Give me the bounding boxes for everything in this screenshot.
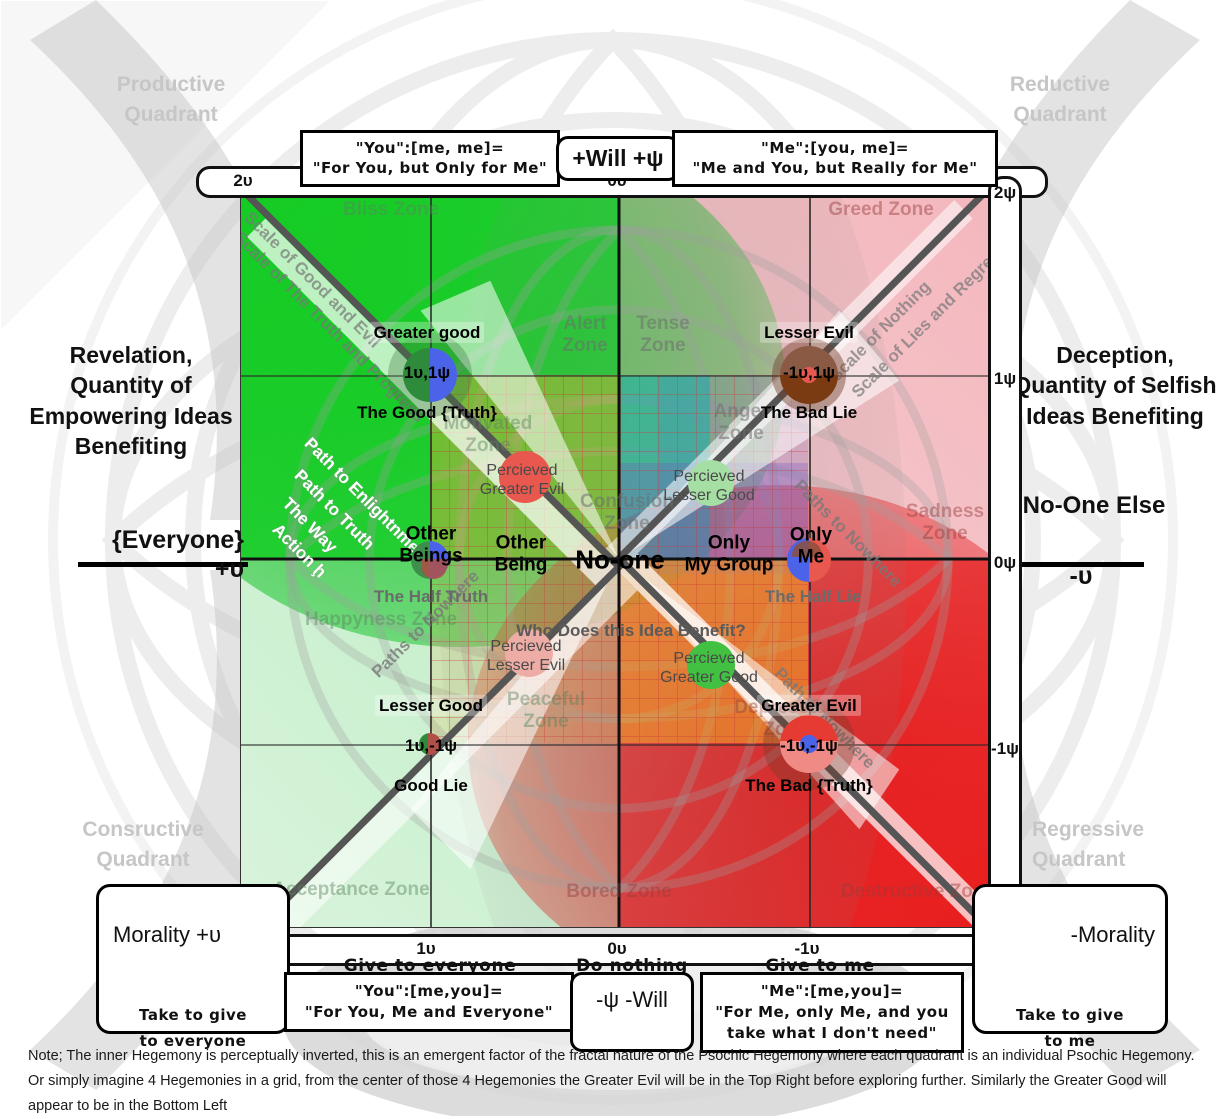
right-axis-symbol: -υ [1069, 562, 1093, 590]
morality-right-title: -Morality [1070, 921, 1155, 947]
point-core-lesser-evil [801, 367, 817, 383]
quadrant-label-productive: Productive Quadrant [116, 73, 226, 127]
callout-me-bottom: "Me":[me,you]= "For Me, only Me, and you… [700, 972, 964, 1053]
point-percieved-lesser-good[interactable] [688, 460, 734, 506]
point-lesser-good[interactable] [419, 733, 441, 755]
point-percieved-greater-evil[interactable] [499, 451, 551, 503]
y-tick-1: 1ψ [993, 369, 1017, 388]
point-greater-good[interactable] [403, 348, 457, 402]
left-axis-description: Revelation, Quantity of Empowering Ideas… [29, 342, 233, 460]
callout-you-top: "You":[me, me]= "For You, but Only for M… [300, 130, 560, 187]
callout-negative-will: -ψ -Will [570, 972, 694, 1052]
left-axis-subject: {Everyone} +υ [104, 526, 244, 584]
y-axis-scale: 2ψ 1ψ 0ψ -1ψ -2ψ [988, 176, 1022, 948]
quadrant-label-consructive: Consructive Quadrant [82, 818, 204, 872]
right-axis-description: Deception, Quantity of Selfish Ideas Ben… [1013, 342, 1217, 429]
quadrant-label-regressive: Regressive Quadrant [1032, 818, 1145, 872]
callout-morality-right: -Morality Take to give to me [972, 884, 1168, 1050]
right-axis-subject: No-One Else [1022, 492, 1166, 519]
morality-left-title: Morality +υ [113, 921, 222, 947]
point-percieved-greater-good[interactable] [687, 641, 735, 689]
axis-horizontal [241, 557, 997, 561]
left-axis-subject-text: {Everyone} [111, 526, 244, 554]
hegemony-plot[interactable]: Bliss Zone Greed Zone Alert Zone Tense Z… [240, 190, 998, 928]
x-tick-top-0: 2υ [233, 171, 253, 190]
y-tick-2: 0ψ [993, 553, 1017, 572]
callout-you-bottom: "You":[me,you]= "For You, Me and Everyon… [284, 972, 574, 1032]
left-axis-symbol: +υ [214, 555, 244, 583]
point-core-greater-evil [800, 735, 818, 753]
callout-me-top: "Me":[you, me]= "Me and You, but Really … [672, 130, 998, 187]
point-percieved-lesser-evil[interactable] [505, 629, 553, 677]
footer-note: Note; The inner Hegemony is perceptually… [28, 1048, 1195, 1114]
quadrant-label-reductive: Reductive Quadrant [1009, 73, 1111, 127]
callout-morality-left: Morality +υ Take to give to everyone [96, 884, 290, 1050]
callout-positive-will: +Will +ψ [556, 136, 680, 181]
y-tick-3: -1ψ [991, 739, 1019, 758]
